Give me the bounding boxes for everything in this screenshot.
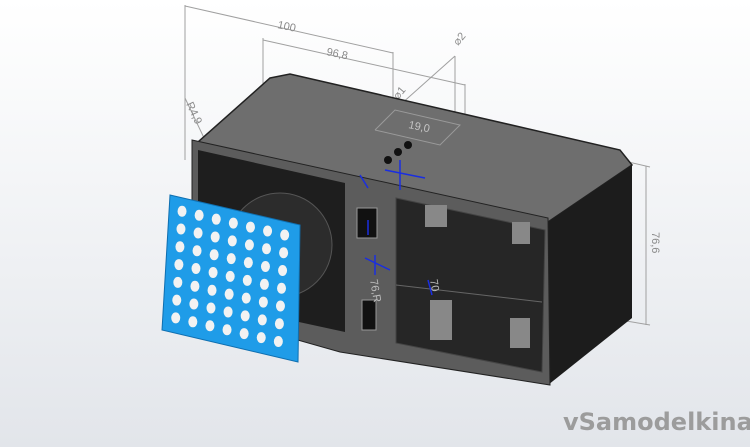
led-hole [404, 141, 412, 149]
grill-hole [273, 336, 283, 348]
grill-hole [225, 270, 235, 282]
rail [395, 284, 543, 303]
dim-corner-radius[interactable]: R4,9 [183, 100, 204, 126]
grill-holes [171, 205, 290, 348]
led-hole [394, 148, 402, 156]
blue-grill-panel[interactable] [161, 194, 301, 363]
grill-hole [209, 249, 219, 261]
grill-hole [191, 263, 201, 275]
grill-hole [210, 231, 220, 243]
grill-hole [244, 239, 254, 251]
grill-hole [262, 243, 272, 255]
grill-hole [258, 296, 268, 308]
usb-cutout [361, 299, 377, 331]
grill-hole [259, 278, 269, 290]
mount-boss [425, 205, 447, 227]
grill-hole [205, 320, 215, 332]
grill-hole [240, 310, 250, 322]
grill-hole [211, 213, 221, 225]
grill-hole [192, 245, 202, 257]
grill-hole [224, 288, 234, 300]
grill-hole [171, 312, 181, 324]
grill-hole [242, 274, 252, 286]
top-face-dimension: 19,0 [374, 109, 461, 146]
dim-hole-spacing[interactable]: 19,0 [407, 119, 430, 135]
watermark: vSamodelkina.ru [563, 408, 750, 436]
power-switch-cutout [356, 207, 378, 239]
grill-hole [176, 223, 186, 235]
mount-boss [510, 318, 530, 348]
grill-hole [189, 298, 199, 310]
grill-hole [188, 316, 198, 328]
grill-hole [279, 247, 289, 259]
dim-inner-width[interactable]: 96,8 [325, 46, 348, 62]
grill-hole [241, 292, 251, 304]
dim-inner-height[interactable]: 76,R [367, 278, 383, 303]
grill-hole [256, 332, 266, 344]
grill-hole [173, 276, 183, 288]
grill-hole [206, 302, 216, 314]
grill-hole [257, 314, 267, 326]
grill-hole [226, 253, 236, 265]
grill-hole [172, 294, 182, 306]
grill-hole [239, 328, 249, 340]
grill-hole [275, 300, 285, 312]
dim-overall-width[interactable]: 100 [276, 19, 296, 35]
hole-spacing-sketch [374, 109, 461, 146]
grill-hole [227, 235, 237, 247]
grill-hole [223, 306, 233, 318]
grill-hole [274, 318, 284, 330]
led-hole [384, 156, 392, 164]
grill-hole [175, 241, 185, 253]
dim-height[interactable]: 76,6 [649, 232, 661, 253]
grill-hole [278, 264, 288, 276]
grill-hole [190, 280, 200, 292]
mount-boss [512, 222, 530, 244]
grill-hole [207, 284, 217, 296]
grill-hole [208, 266, 218, 278]
mount-boss [430, 300, 452, 340]
grill-hole [177, 205, 187, 217]
grill-hole [193, 227, 203, 239]
grill-hole [243, 257, 253, 269]
grill-hole [245, 221, 255, 233]
grill-hole [194, 209, 204, 221]
grill-hole [174, 259, 184, 271]
grill-hole [263, 225, 273, 237]
grill-hole [260, 261, 270, 273]
dim-hole-diameter[interactable]: ⌀2 [451, 30, 468, 47]
grill-hole [222, 324, 232, 336]
grill-hole [228, 217, 238, 229]
grill-hole [277, 282, 287, 294]
grill-hole [280, 229, 290, 241]
side-face [548, 165, 632, 385]
